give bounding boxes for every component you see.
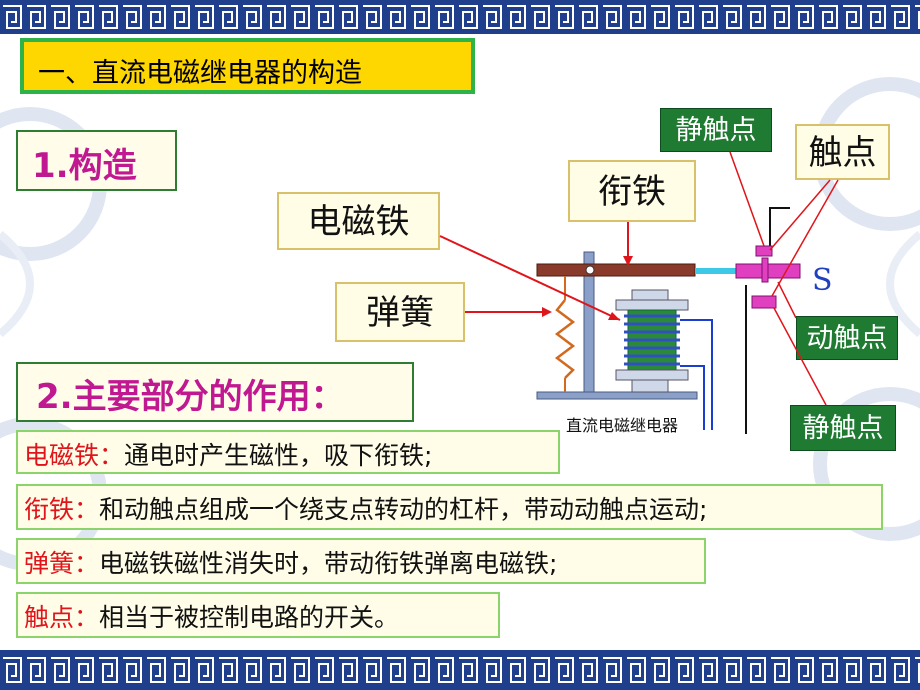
magnet-top-plate [615,299,689,311]
desc-contact: 触点：相当于被控制电路的开关。 [16,592,500,638]
label-spring: 弹簧 [335,282,465,342]
coil-lead-1 [680,319,713,430]
switch-s-label: S [812,263,833,298]
border-pattern-bottom [0,650,920,690]
pointer-moving [777,281,797,319]
pointer-contact-2 [771,179,839,297]
section-2-heading: 2.主要部分的作用： [16,362,414,422]
term-armature: 衔铁： [24,495,100,524]
armature-link [695,268,737,274]
label-electromagnet: 电磁铁 [277,192,440,250]
pivot-point [585,265,595,275]
border-pattern-top [0,0,920,34]
pivot-post [583,251,595,393]
term-electromagnet: 电磁铁： [24,441,125,470]
label-contact: 触点 [795,124,890,180]
moving-contact-stem [761,257,769,283]
coil-lead-2 [680,365,705,430]
coil-windings [624,314,680,366]
text-spring: 电磁铁磁性消失时，带动衔铁弹离电磁铁; [99,549,558,578]
static-contact-upper [755,245,773,257]
static-contact-lower [751,295,777,309]
magnet-bottom-plate [615,369,689,381]
label-armature: 衔铁 [568,160,696,222]
contact-wire-top [769,207,790,250]
desc-electromagnet: 电磁铁：通电时产生磁性，吸下衔铁; [16,430,560,474]
desc-spring: 弹簧：电磁铁磁性消失时，带动衔铁弹离电磁铁; [16,538,706,584]
magnet-core-top [631,289,669,301]
text-electromagnet: 通电时产生磁性，吸下衔铁; [124,441,433,470]
pointer-static-bottom [773,307,827,406]
spring-coil [554,299,576,379]
magnet-core-bottom [631,379,669,393]
section-1-heading: 1.构造 [16,130,177,191]
diagram-caption: 直流电磁继电器 [566,416,679,435]
decorative-border-bottom [0,650,920,690]
pointer-electromagnet [439,235,621,321]
decorative-border-top [0,0,920,34]
term-spring: 弹簧： [24,549,100,578]
armature-bar [536,263,696,277]
label-moving-contact: 动触点 [796,316,898,360]
label-static-contact-top: 静触点 [660,108,772,152]
text-contact: 相当于被控制电路的开关。 [99,603,400,632]
pointer-static-top [729,151,765,247]
slide-title: 一、直流电磁继电器的构造 [20,38,475,94]
base-plate [536,391,698,400]
text-armature: 和动触点组成一个绕支点转动的杠杆，带动动触点运动; [99,495,708,524]
pointer-contact-1 [769,179,831,251]
term-contact: 触点： [24,603,100,632]
label-static-contact-bottom: 静触点 [790,405,896,451]
desc-armature: 衔铁：和动触点组成一个绕支点转动的杠杆，带动动触点运动; [16,484,883,530]
